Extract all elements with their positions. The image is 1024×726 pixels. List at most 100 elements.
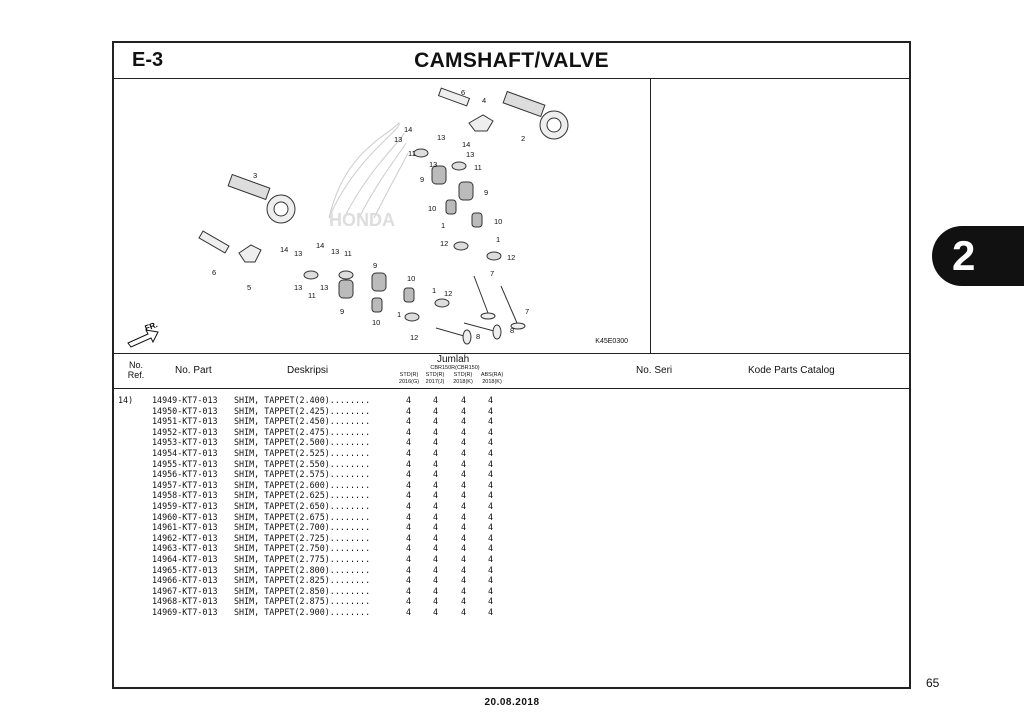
qty-cell: 4: [461, 522, 467, 533]
header-no-part: No. Part: [175, 365, 212, 376]
callout-label: 13: [466, 150, 474, 159]
qty-cell: 4: [461, 596, 467, 607]
description-cell: SHIM, TAPPET(2.675)........: [234, 511, 371, 522]
part-number-cell: 14965-KT7-013: [152, 564, 218, 575]
qty-cell: 4: [461, 458, 467, 469]
qty-cell: 4: [461, 585, 467, 596]
part-number-cell: 14956-KT7-013: [152, 469, 218, 480]
part-number-cell: 14961-KT7-013: [152, 522, 218, 533]
qty-cell: 4: [433, 500, 439, 511]
qty-cell: 4: [406, 479, 412, 490]
qty-cell: 4: [406, 543, 412, 554]
callout-label: 5: [247, 283, 251, 292]
qty-cell: 4: [406, 596, 412, 607]
valves: [435, 275, 526, 345]
qty-cell: 4: [488, 479, 494, 490]
qty-cell: 4: [433, 511, 439, 522]
qty-cell: 4: [433, 532, 439, 543]
description-cell: SHIM, TAPPET(2.800)........: [234, 564, 371, 575]
part-number-cell: 14959-KT7-013: [152, 500, 218, 511]
blank-panel: [651, 78, 909, 354]
qty-cell: 4: [433, 405, 439, 416]
table-header: No. Ref. No. Part Deskripsi Jumlah CBR15…: [114, 354, 909, 389]
description-cell: SHIM, TAPPET(2.850)........: [234, 585, 371, 596]
description-cell: SHIM, TAPPET(2.625)........: [234, 490, 371, 501]
header-model-group: CBR150R(CBR150): [430, 365, 480, 371]
qty-cell: 4: [461, 532, 467, 543]
description-cell: SHIM, TAPPET(2.775)........: [234, 553, 371, 564]
qty-cell: 4: [433, 522, 439, 533]
callout-label: 1: [441, 221, 445, 230]
description-cell: SHIM, TAPPET(2.600)........: [234, 479, 371, 490]
qty-cell: 4: [461, 426, 467, 437]
header-col3: STD(R) 2018(K): [453, 372, 473, 385]
description-cell: SHIM, TAPPET(2.525)........: [234, 447, 371, 458]
section-tab-label: 2: [952, 232, 976, 279]
header-no-ref: No. Ref.: [127, 360, 145, 380]
ref-cell: 14): [118, 395, 134, 405]
qty-cell: 4: [488, 532, 494, 543]
part-number-cell: 14951-KT7-013: [152, 416, 218, 427]
description-cell: SHIM, TAPPET(2.700)........: [234, 522, 371, 533]
qty-cell: 4: [406, 458, 412, 469]
qty-cell: 4: [406, 575, 412, 586]
watermark-text: HONDA: [329, 210, 395, 230]
description-cell: SHIM, TAPPET(2.825)........: [234, 575, 371, 586]
qty-cell: 4: [461, 543, 467, 554]
description-cell: SHIM, TAPPET(2.475)........: [234, 426, 371, 437]
qty-cell: 4: [406, 511, 412, 522]
callout-label: 9: [484, 188, 488, 197]
description-cell: SHIM, TAPPET(2.875)........: [234, 596, 371, 607]
qty-cell: 4: [406, 469, 412, 480]
header-col4: ABS(RA) 2018(K): [480, 372, 504, 385]
callout-label: 11: [474, 163, 482, 172]
section-tab: 2: [932, 226, 1024, 286]
description-cell: SHIM, TAPPET(2.650)........: [234, 500, 371, 511]
callout-label: 4: [482, 96, 486, 105]
part-number-cell: 14958-KT7-013: [152, 490, 218, 501]
qty-cell: 4: [433, 426, 439, 437]
rocker-arm-right: [468, 114, 494, 132]
qty-cell: 4: [488, 437, 494, 448]
part-number-cell: 14969-KT7-013: [152, 606, 218, 617]
header-no-seri: No. Seri: [636, 365, 673, 376]
callout-label: 13: [294, 249, 302, 258]
callout-label: 10: [494, 217, 502, 226]
qty-cell: 4: [488, 564, 494, 575]
callout-label: 9: [420, 175, 424, 184]
header-deskripsi: Deskripsi: [287, 365, 329, 376]
callout-label: 11: [344, 249, 352, 258]
callout-label: 13: [294, 283, 302, 292]
part-number-cell: 14949-KT7-013: [152, 395, 218, 405]
table-row: 14959-KT7-013 SHIM, TAPPET(2.650)........…: [114, 501, 909, 512]
qty-cell: 4: [406, 522, 412, 533]
callout-label: 14: [462, 140, 470, 149]
callout-label: 12: [410, 333, 418, 342]
qty-cell: 4: [488, 469, 494, 480]
part-number-cell: 14952-KT7-013: [152, 426, 218, 437]
part-number-cell: 14962-KT7-013: [152, 532, 218, 543]
qty-cell: 4: [488, 490, 494, 501]
qty-cell: 4: [406, 553, 412, 564]
qty-cell: 4: [406, 532, 412, 543]
qty-cell: 4: [461, 511, 467, 522]
description-cell: SHIM, TAPPET(2.450)........: [234, 416, 371, 427]
callout-label: 10: [372, 318, 380, 327]
exploded-diagram: HONDA: [114, 78, 651, 354]
qty-cell: 4: [406, 437, 412, 448]
camshaft-right: [502, 90, 569, 140]
description-cell: SHIM, TAPPET(2.425)........: [234, 405, 371, 416]
valve-springs: [338, 165, 483, 313]
page-number: 65: [926, 676, 940, 690]
qty-cell: 4: [488, 543, 494, 554]
honda-wing-watermark: [328, 122, 409, 219]
description-cell: SHIM, TAPPET(2.500)........: [234, 437, 371, 448]
